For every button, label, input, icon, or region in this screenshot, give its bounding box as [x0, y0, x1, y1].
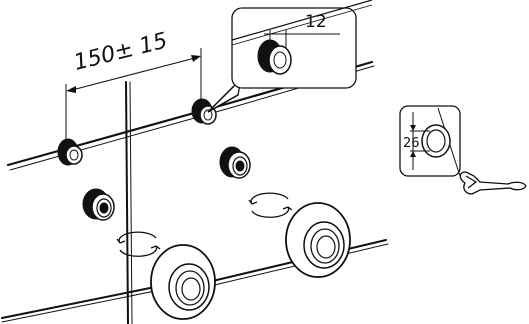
- wall-nipple-right: [191, 98, 217, 125]
- wrench-size-label: 26: [403, 136, 420, 151]
- detail-diameter-label: 12: [305, 12, 327, 32]
- wrench-icon: [459, 171, 527, 195]
- eccentric-union-left: [82, 188, 115, 221]
- decorative-flange-right: [285, 202, 351, 278]
- hex-nut-icon: [410, 112, 451, 170]
- decorative-flange-left: [150, 244, 216, 320]
- eccentric-union-right: [219, 146, 251, 179]
- detail-nipple: [257, 30, 340, 75]
- rotate-arrows-icon-left: [116, 231, 161, 257]
- spacing-dimension: [65, 48, 202, 142]
- rotate-arrows-icon-right: [248, 192, 293, 218]
- wall-nipple-left: [57, 138, 83, 166]
